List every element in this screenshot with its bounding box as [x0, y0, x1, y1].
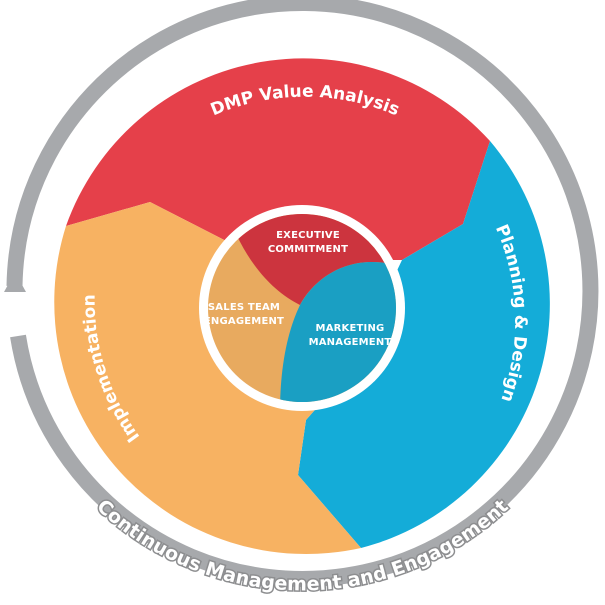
core-executive-commitment: [208, 214, 396, 305]
sales-label-line1: SALES TEAM: [208, 302, 280, 313]
outer-ring: [6, 0, 599, 587]
marketing-label-line2: MANAGEMENT: [309, 337, 392, 348]
executive-label-line1: EXECUTIVE: [276, 230, 340, 241]
marketing-label-line1: MARKETING: [316, 323, 385, 334]
segment-planning-design: [298, 141, 550, 548]
segment-dmp-value-analysis: [66, 58, 490, 261]
outer-ring-arrowhead: [4, 272, 26, 292]
executive-label-line2: COMMITMENT: [268, 244, 348, 255]
sales-label-line2: ENGAGEMENT: [204, 316, 284, 327]
